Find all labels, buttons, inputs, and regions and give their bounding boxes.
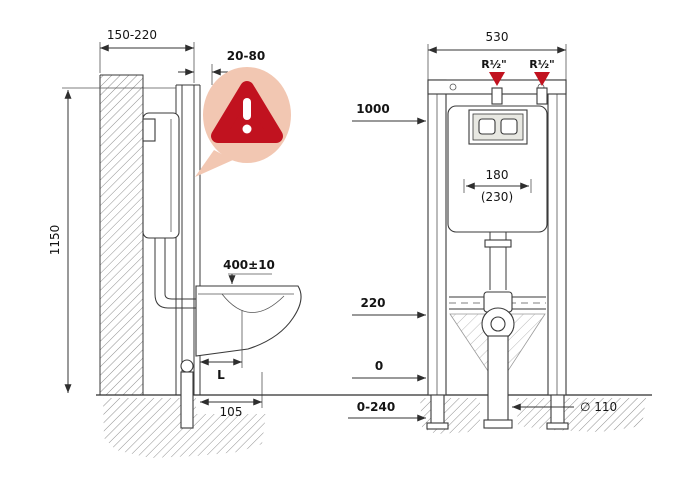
cistern-front [447, 105, 548, 233]
side-view: 150-220 20-80 1150 [48, 28, 302, 419]
dim-foot-adjust: 0-240 [348, 400, 426, 422]
dim-level-floor: 0 [352, 359, 426, 382]
wall-outline [99, 74, 144, 395]
flush-pipe-side [154, 238, 196, 309]
dim-fixing-spacing-label: 180 [486, 168, 509, 182]
water-connection-right: R½" [529, 58, 555, 105]
dim-level-outlet-label: 220 [360, 296, 385, 310]
dim-level-floor-label: 0 [375, 359, 383, 373]
dim-level-top-label: 1000 [356, 102, 389, 116]
dim-variable-length-label: L [217, 368, 225, 382]
dim-frame-height: 1150 [48, 87, 176, 393]
flush-pipe-front [484, 232, 512, 290]
warning-balloon [195, 67, 291, 177]
dim-level-top: 1000 [352, 102, 426, 125]
dim-drain-diameter: ∅ 110 [512, 400, 617, 414]
warning-icon [211, 81, 283, 143]
dim-drain-diameter-label: ∅ 110 [580, 400, 617, 414]
frame-front [427, 79, 567, 396]
dim-fixing-spacing-alt-label: (230) [481, 190, 513, 204]
dim-foot-adjust-label: 0-240 [357, 400, 395, 414]
flush-plate [468, 109, 528, 145]
wall-hatch [100, 75, 143, 395]
cistern-side [142, 112, 180, 239]
flush-access-side [142, 118, 156, 142]
dim-level-outlet: 220 [352, 296, 426, 319]
drain-pipe [483, 335, 513, 429]
water-connection-left-label: R½" [481, 58, 507, 71]
drain-elbow-side [180, 359, 194, 429]
dim-frame-width: 530 [427, 30, 567, 80]
dim-frame-height-label: 1150 [48, 225, 62, 256]
dim-bowl-height: 400±10 [223, 258, 275, 284]
adjustable-feet [426, 394, 569, 430]
water-connection-right-label: R½" [529, 58, 555, 71]
dim-gap-range-label: 20-80 [227, 49, 265, 63]
dim-frame-width-label: 530 [486, 30, 509, 44]
dim-variable-length: L [200, 310, 243, 382]
dim-fixing-spacing: 180 (230) [463, 168, 532, 204]
front-view: 530 R½" R½" [348, 30, 617, 430]
water-connection-left-marker [489, 72, 505, 86]
dim-wall-to-frame-label: 150-220 [107, 28, 157, 42]
dim-wall-to-frame: 150-220 [99, 28, 195, 83]
dim-gap-range: 20-80 [178, 49, 265, 85]
toilet-bowl [195, 285, 302, 357]
outlet-connection [481, 291, 515, 341]
dim-bowl-height-label: 400±10 [223, 258, 275, 272]
water-connection-right-marker [534, 72, 550, 86]
water-connection-left: R½" [481, 58, 507, 105]
